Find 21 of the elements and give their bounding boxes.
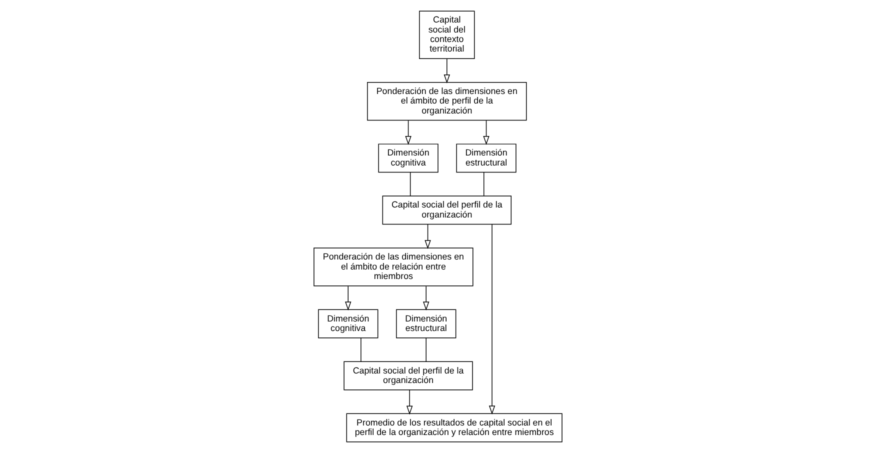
- connector: [483, 172, 484, 196]
- arrow: [406, 390, 413, 415]
- arrow: [423, 286, 430, 311]
- arrow: [488, 224, 496, 415]
- node-box: Ponderación de las dimensiones en el ámbito de perfil de la organización: [367, 82, 527, 121]
- node-box: Capital social del contexto territorial: [419, 10, 475, 60]
- node-box: Capital social del perfil de la organización: [344, 361, 473, 390]
- arrow: [345, 286, 352, 311]
- arrow: [424, 224, 431, 250]
- arrow: [444, 58, 450, 84]
- arrow: [405, 120, 412, 145]
- node-box: Capital social del perfil de la organización: [382, 196, 512, 225]
- node-box: Dimensión estructural: [396, 309, 456, 338]
- node-box: Dimensión cognitiva: [378, 144, 438, 173]
- node-box: Dimensión cognitiva: [318, 309, 378, 338]
- arrow: [483, 120, 490, 145]
- connector: [360, 338, 362, 362]
- node-box: Promedio de los resultados de capital social en el perfil de la organización y relación entre miembros: [346, 413, 562, 442]
- connector: [410, 172, 411, 196]
- node-box: Dimensión estructural: [456, 144, 516, 173]
- node-box: Ponderación de las dimensiones en el ámbito de relación entre miembros: [314, 248, 474, 286]
